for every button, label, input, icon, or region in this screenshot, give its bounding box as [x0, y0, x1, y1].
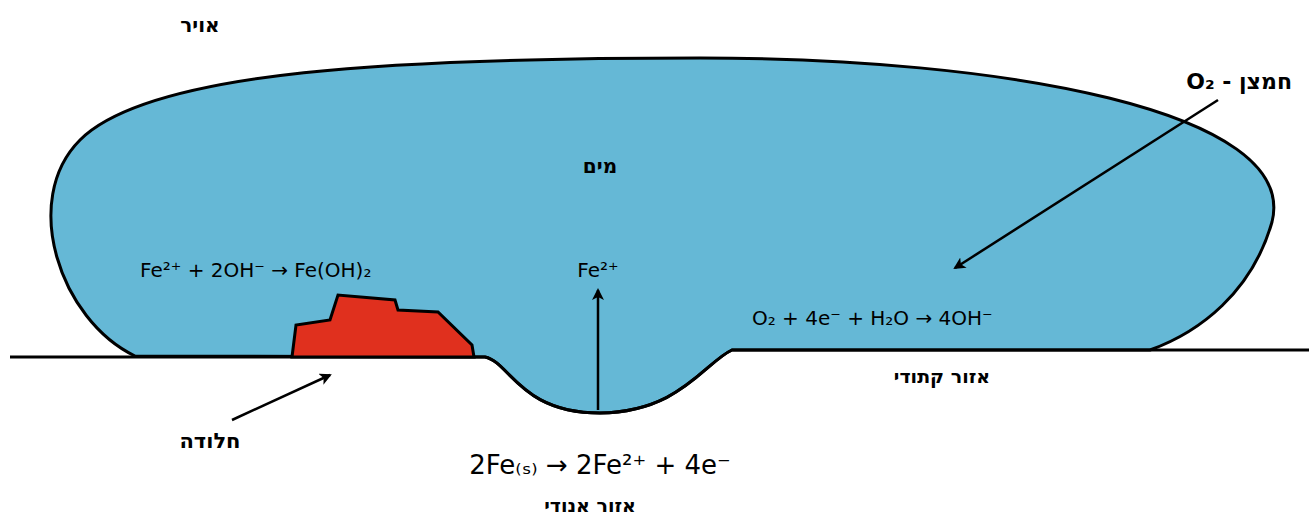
iron-ion-arrow — [597, 290, 600, 410]
oxygen-arrow — [955, 100, 1218, 268]
water-droplet — [51, 58, 1274, 413]
zone-label: אזור קתודי — [894, 365, 990, 388]
zone-label: אזור אנודי — [544, 494, 636, 517]
iron-surface — [10, 350, 1309, 413]
reaction-equation: Fe²⁺ + 2OH⁻ → Fe(OH)₂ — [140, 258, 371, 282]
gas-label: חמצן - O₂ — [1186, 69, 1292, 95]
rust-leader — [232, 375, 330, 420]
region-label: אויר — [180, 13, 219, 37]
reaction-equation: O₂ + 4e⁻ + H₂O → 4OH⁻ — [752, 306, 993, 330]
reaction-equation: 2Fe₍ₛ₎ → 2Fe²⁺ + 4e⁻ — [469, 450, 731, 481]
rust-deposit — [292, 295, 474, 357]
region-label: מים — [583, 154, 617, 178]
ion-label: Fe²⁺ — [577, 258, 618, 282]
part-label: חלודה — [179, 429, 240, 454]
